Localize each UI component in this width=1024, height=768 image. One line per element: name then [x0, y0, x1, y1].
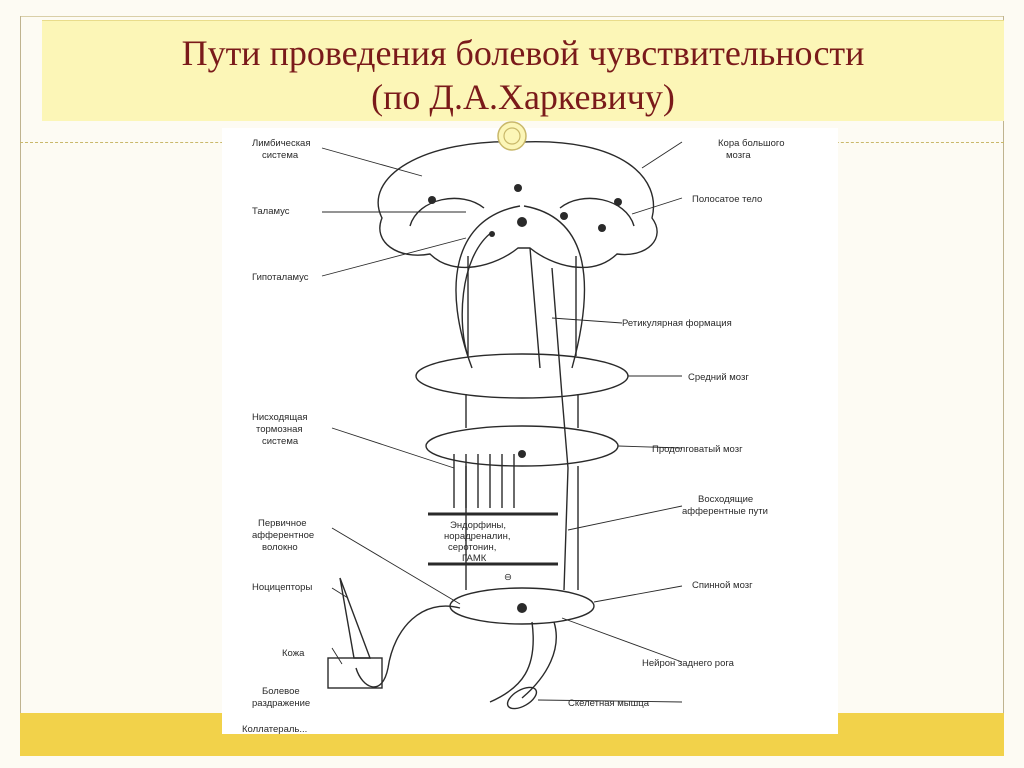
- muscle-fiber: [521, 621, 557, 699]
- title-line-2: (по Д.А.Харкевичу): [371, 77, 675, 117]
- ornament-icon: [497, 121, 527, 151]
- symbol-minus: ⊖: [504, 572, 512, 583]
- reticular-column: [529, 247, 541, 369]
- label-descending-1: Нисходящая: [252, 412, 308, 423]
- label-limbic-1: Лимбическая: [252, 138, 311, 149]
- label-skin: Кожа: [282, 648, 305, 659]
- midbrain-section: [415, 353, 629, 399]
- label-cortex-1: Кора большого: [718, 138, 784, 149]
- diagram-svg: Лимбическая система Таламус Гипоталамус …: [242, 138, 784, 734]
- label-nociceptors: Ноцицепторы: [252, 582, 312, 593]
- hypothalamus-fiber: [461, 231, 493, 357]
- slide-title: Пути проведения болевой чувствительности…: [42, 31, 1004, 119]
- ascending-path: [551, 267, 569, 591]
- label-mediators-2: норадреналин,: [444, 531, 510, 542]
- brain-outline: [377, 141, 658, 269]
- label-primary-1: Первичное: [258, 518, 307, 529]
- motor-fiber: [489, 621, 534, 703]
- label-mediators-1: Эндорфины,: [450, 520, 506, 531]
- label-cut-off: Коллатераль...: [242, 724, 307, 734]
- primary-afferent: [355, 605, 461, 688]
- label-pain-2: раздражение: [252, 698, 310, 709]
- label-descending-2: тормозная: [256, 424, 303, 435]
- label-dorsal-horn: Нейрон заднего рога: [642, 658, 735, 669]
- label-medulla: Продолговатый мозг: [652, 444, 743, 455]
- label-mediators-3: серотонин,: [448, 542, 496, 553]
- title-line-1: Пути проведения болевой чувствительности: [181, 33, 865, 73]
- leaders: [321, 141, 683, 703]
- medulla-section: [425, 425, 619, 467]
- cortex-fiber-left: [455, 205, 521, 369]
- label-ascending-1: Восходящие: [698, 494, 753, 505]
- label-muscle: Скелетная мышца: [568, 698, 650, 709]
- label-cortex-2: мозга: [726, 150, 751, 161]
- cortex-fiber-right: [523, 205, 586, 369]
- brain-inner: [409, 197, 635, 227]
- label-reticular: Ретикулярная формация: [622, 318, 732, 329]
- label-ascending-2: афферентные пути: [682, 506, 768, 517]
- muscle-shape: [506, 686, 538, 710]
- label-pain-1: Болевое: [262, 686, 300, 697]
- label-thalamus: Таламус: [252, 206, 290, 217]
- label-midbrain: Средний мозг: [688, 372, 749, 383]
- label-descending-3: система: [262, 436, 299, 447]
- skin-block: [327, 657, 383, 689]
- label-limbic-2: система: [262, 150, 299, 161]
- label-spinal-cord: Спинной мозг: [692, 580, 753, 591]
- pain-pathways-diagram: Лимбическая система Таламус Гипоталамус …: [222, 128, 838, 734]
- label-primary-3: волокно: [262, 542, 298, 553]
- title-box: Пути проведения болевой чувствительности…: [42, 20, 1004, 121]
- left-rule: [20, 16, 21, 756]
- nociceptor-cone: [339, 577, 372, 659]
- label-primary-2: афферентное: [252, 530, 314, 541]
- label-hypothalamus: Гипоталамус: [252, 272, 309, 283]
- descending-arrows: [453, 454, 515, 508]
- label-mediators-4: ГАМК: [462, 553, 487, 564]
- label-striatum: Полосатое тело: [692, 194, 762, 205]
- top-rule: [20, 16, 1004, 17]
- right-rule: [1003, 16, 1004, 756]
